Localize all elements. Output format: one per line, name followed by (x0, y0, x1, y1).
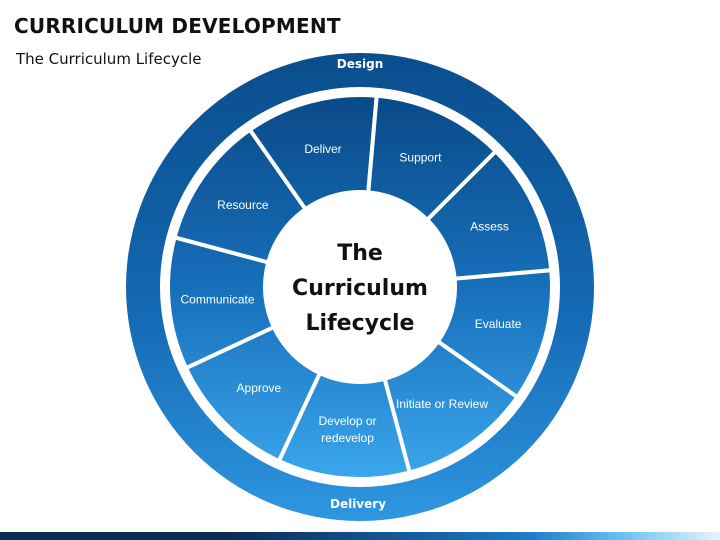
segment-communicate-label-line: Communicate (181, 292, 255, 306)
footer-stripe-dark (0, 532, 230, 540)
delivery-label: Delivery (330, 497, 386, 511)
segment-initiate-or-review-label: Initiate or Review (396, 397, 488, 411)
design-label: Design (337, 57, 384, 71)
segment-labels: Communicate Resource DeliverSupportAssessE… (181, 142, 522, 445)
segment-develop-or-redevelop-label-line: redevelop (321, 431, 374, 445)
segment-communicate-label: Communicate (181, 292, 255, 306)
page-subtitle: The Curriculum Lifecycle (16, 50, 202, 68)
center-hub (263, 190, 457, 384)
segment-approve-label: Approve (237, 381, 282, 395)
segment-evaluate-label: Evaluate (475, 317, 522, 331)
footer-stripe-light (530, 532, 720, 540)
segment-approve-label-line: Approve (237, 381, 282, 395)
segment-resource-label: Resource (217, 198, 269, 212)
page-title: CURRICULUM DEVELOPMENT (14, 14, 341, 38)
segment-develop-or-redevelop-label-line: Develop or (319, 414, 377, 428)
segment-resource-label-line: Resource (217, 198, 269, 212)
center-title-line: The (337, 241, 383, 266)
segment-assess-label-line: Assess (470, 220, 509, 234)
center-title-line: Lifecycle (306, 311, 415, 336)
center-title-line: Curriculum (292, 276, 428, 301)
footer-stripe (0, 532, 720, 540)
footer-stripe-blue (230, 532, 530, 540)
segment-deliver-label: Deliver (304, 142, 341, 156)
segment-develop-or-redevelop-label: Develop or redevelop (319, 414, 377, 445)
segment-initiate-or-review-label-line: Initiate or Review (396, 397, 488, 411)
segment-assess-label: Assess (470, 220, 509, 234)
segment-support-label: Support (399, 150, 442, 164)
segment-evaluate-label-line: Evaluate (475, 317, 522, 331)
segment-support-label-line: Support (399, 150, 442, 164)
segment-deliver-label-line: Deliver (304, 142, 341, 156)
